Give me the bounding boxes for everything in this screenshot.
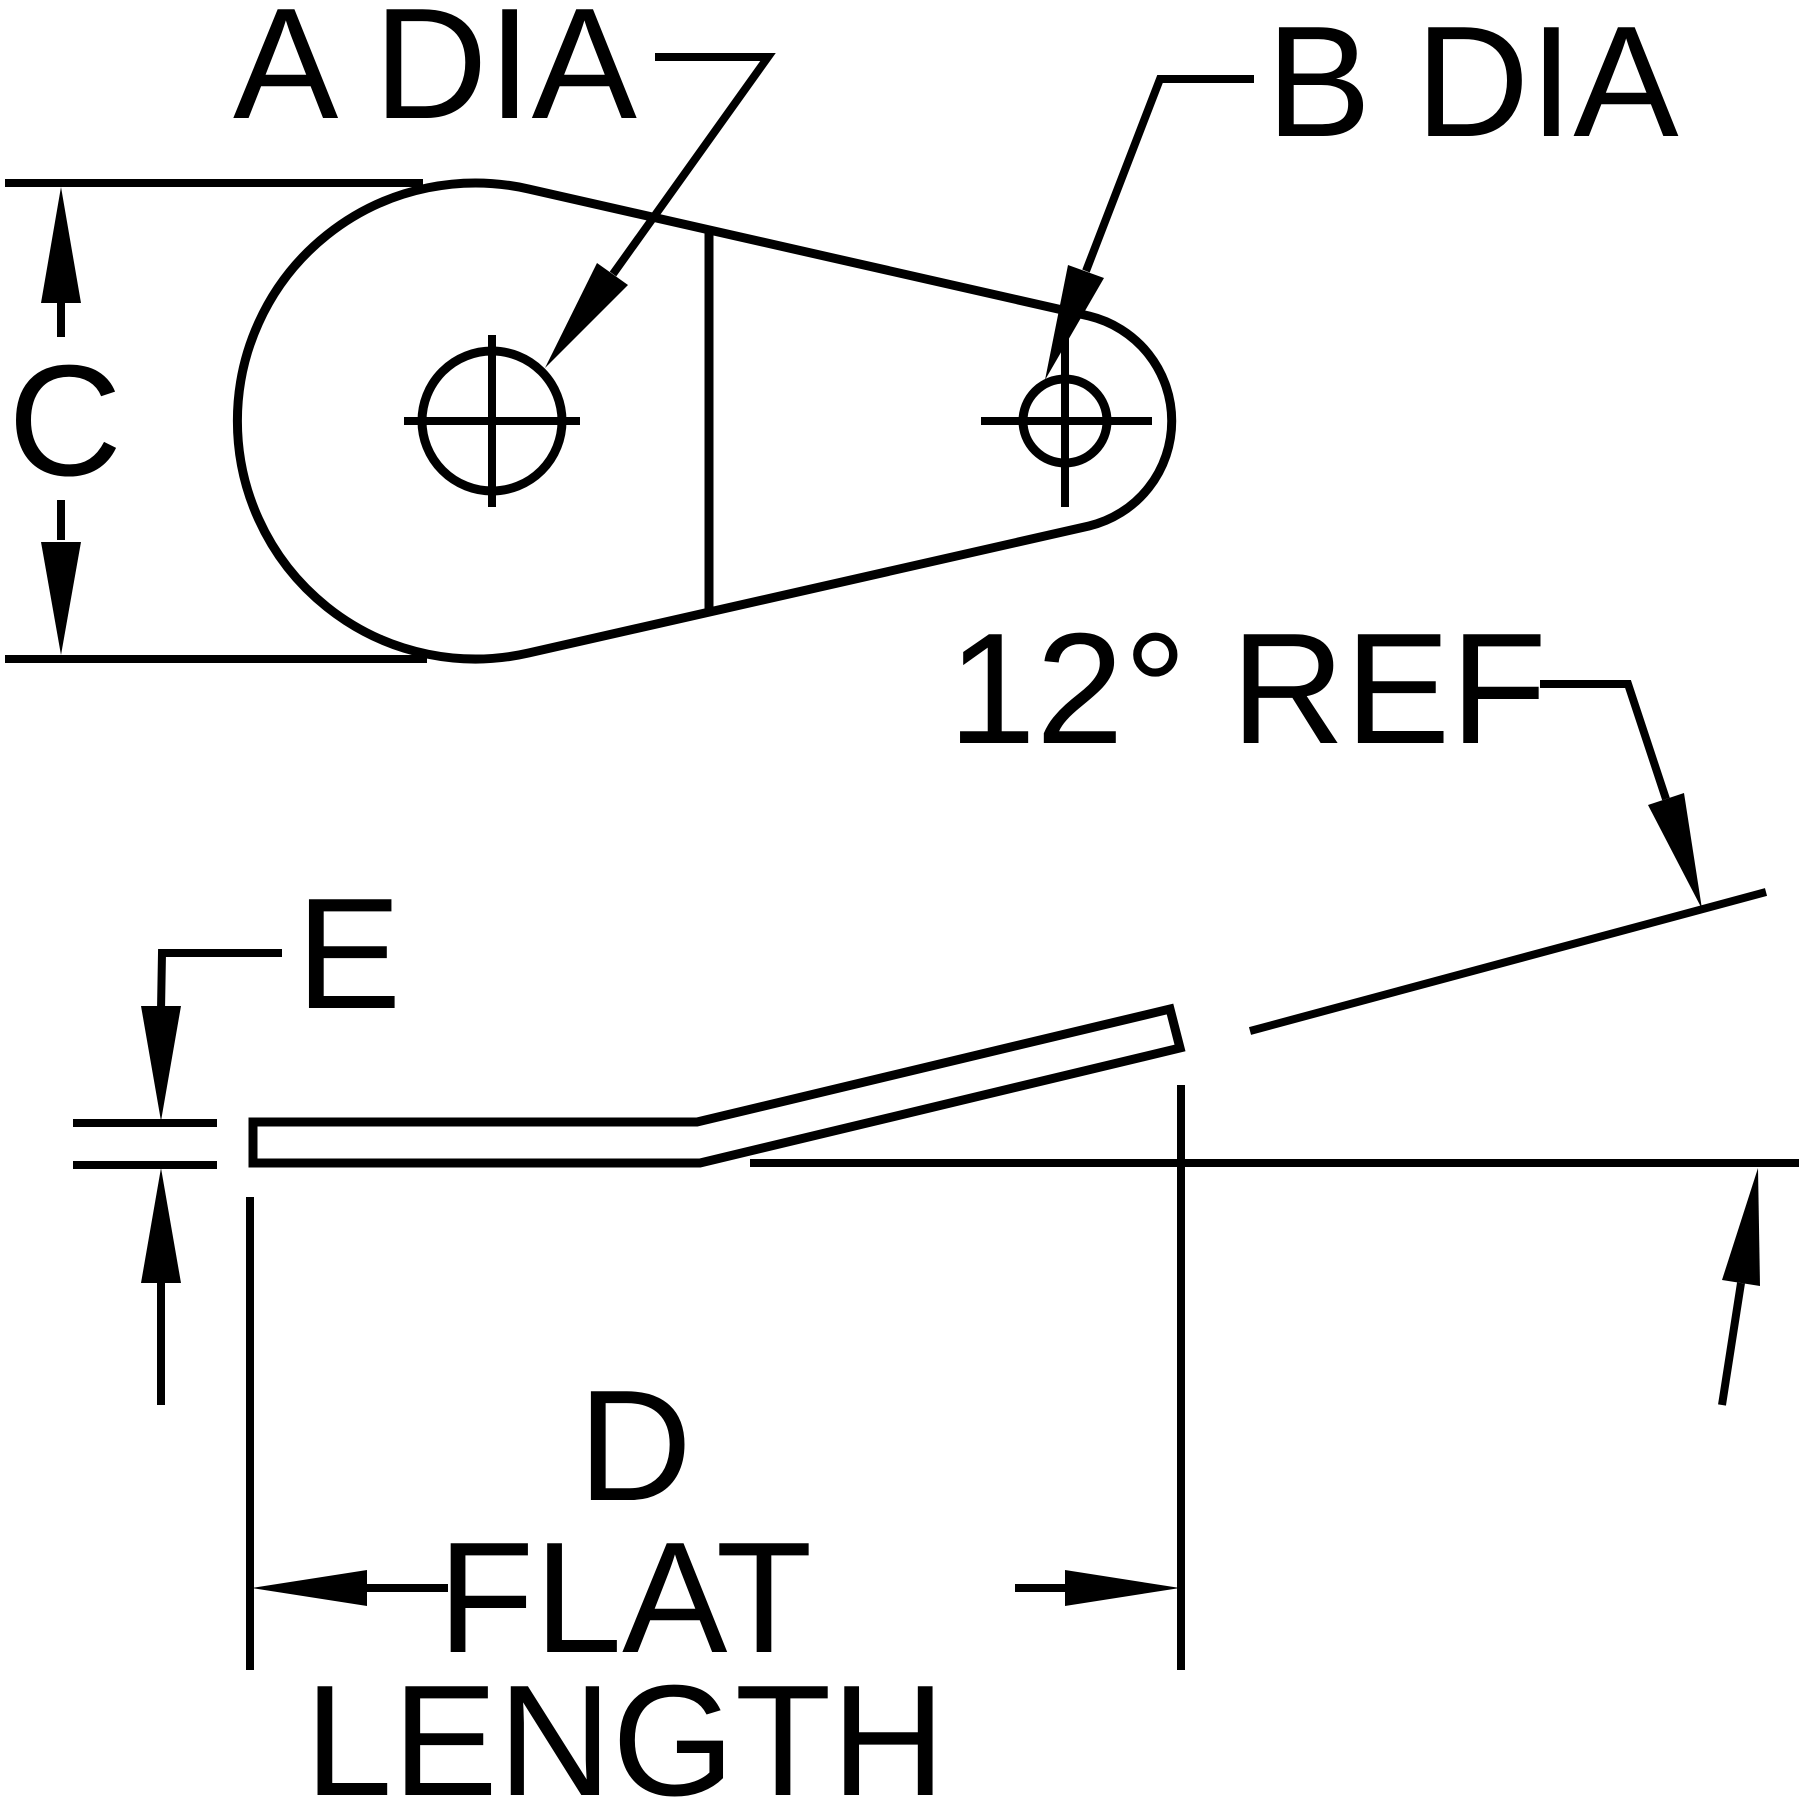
label-12-ref: 12° REF xyxy=(948,601,1547,777)
label-c: C xyxy=(8,333,122,509)
bent-bar-outline xyxy=(248,1003,1186,1168)
labels: A DIA B DIA C 12° REF E D FLAT LENGTH xyxy=(8,0,1679,1803)
e-leader-line xyxy=(157,949,282,1011)
label-flat: FLAT xyxy=(438,1510,813,1686)
hole-a-arrowhead xyxy=(545,263,628,368)
teardrop-outline xyxy=(232,178,1177,664)
datum-angle-arrowhead xyxy=(1722,1168,1760,1286)
dimension-d xyxy=(246,1085,1185,1670)
side-view xyxy=(73,680,1799,1670)
angle-leader xyxy=(1540,680,1702,909)
c-arrow-down xyxy=(41,542,81,655)
datum-angle-arrow xyxy=(1718,1168,1760,1406)
c-arrow-up xyxy=(41,187,81,303)
dimension-e xyxy=(73,949,282,1405)
dimension-c xyxy=(5,179,427,663)
hole-b-leader xyxy=(1045,75,1254,380)
d-arrow-right xyxy=(1065,1570,1180,1606)
label-b-dia: B DIA xyxy=(1266,0,1679,170)
e-arrow-up xyxy=(141,1168,181,1283)
label-e: E xyxy=(296,866,401,1042)
angle-leader-line xyxy=(1540,680,1670,801)
datum-angle-arrow-shaft xyxy=(1718,1282,1745,1406)
label-a-dia: A DIA xyxy=(233,0,638,152)
hole-b-arrowhead xyxy=(1045,265,1104,380)
label-length: LENGTH xyxy=(305,1653,946,1803)
incline-extension-line xyxy=(1248,888,1768,1035)
d-arrow-left xyxy=(252,1570,367,1606)
hole-a xyxy=(404,335,580,507)
label-d: D xyxy=(578,1358,692,1534)
e-arrow-down xyxy=(141,1006,181,1121)
hole-a-leader-line xyxy=(609,53,776,277)
angle-arrowhead xyxy=(1648,793,1702,909)
hole-a-leader xyxy=(545,53,776,368)
top-view xyxy=(5,53,1254,664)
hole-b-leader-line xyxy=(1082,75,1254,273)
hole-b xyxy=(981,335,1152,507)
